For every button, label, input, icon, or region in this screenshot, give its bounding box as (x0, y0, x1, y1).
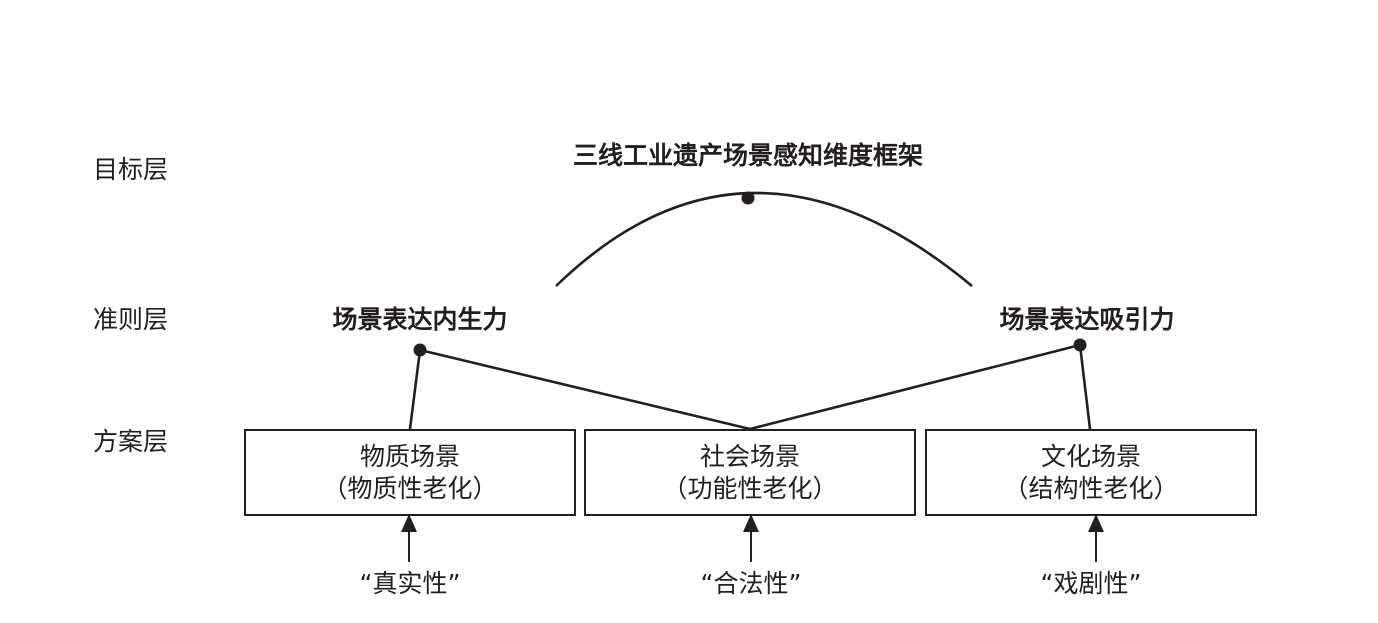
left-criterion-to-social (419, 348, 751, 431)
left-criterion-node (413, 343, 427, 357)
scheme-subtitle: （结构性老化） (1003, 473, 1179, 503)
goal-node (741, 191, 755, 205)
criterion-left: 场景表达内生力 (332, 305, 508, 334)
scheme-box-social: 社会场景 （功能性老化） (584, 429, 916, 516)
layer-label-goal: 目标层 (93, 155, 169, 184)
quote-drama: “戏剧性” (1040, 569, 1142, 598)
scheme-title: 社会场景 (699, 441, 800, 471)
scheme-subtitle: （功能性老化） (662, 473, 838, 503)
right-criterion-node (1073, 338, 1087, 352)
quote-legitimacy: “合法性” (700, 569, 802, 598)
scheme-title: 物质场景 (359, 441, 460, 471)
goal-title: 三线工业遗产场景感知维度框架 (572, 141, 924, 170)
left-criterion-to-material (408, 349, 422, 430)
layer-label-criteria: 准则层 (93, 305, 169, 334)
scheme-title: 文化场景 (1040, 441, 1141, 471)
layer-label-scheme: 方案层 (93, 427, 169, 456)
scheme-box-material: 物质场景 （物质性老化） (244, 429, 576, 516)
criterion-right: 场景表达吸引力 (999, 305, 1175, 334)
scheme-box-cultural: 文化场景 （结构性老化） (925, 429, 1257, 516)
right-criterion-to-social (749, 343, 1081, 431)
goal-arc (555, 191, 973, 288)
right-criterion-to-cultural (1078, 344, 1092, 430)
scheme-subtitle: （物质性老化） (322, 473, 498, 503)
quote-authenticity: “真实性” (359, 569, 461, 598)
